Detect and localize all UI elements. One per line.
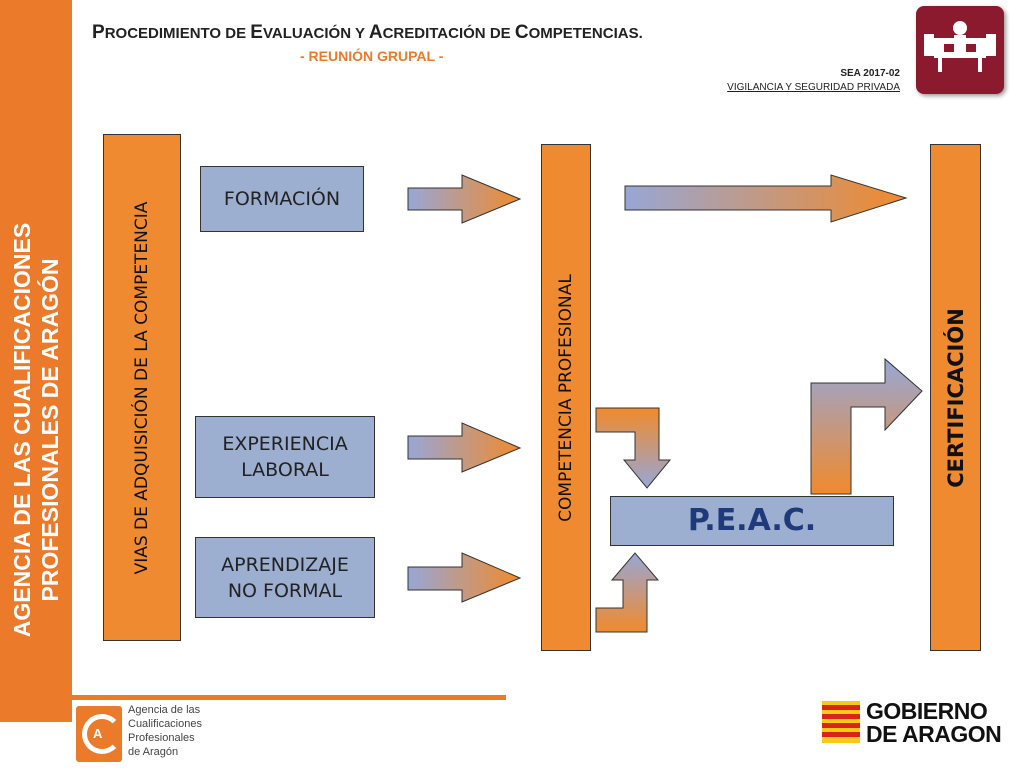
- aprendizaje-box: APRENDIZAJE NO FORMAL: [195, 537, 375, 618]
- arrow-competencia-to-peac: [595, 407, 672, 489]
- vias-bar: VIAS DE ADQUISICIÓN DE LA COMPETENCIA: [103, 134, 181, 641]
- experiencia-line-2: LABORAL: [241, 459, 329, 481]
- certificacion-bar: CERTIFICACIÓN: [930, 144, 981, 651]
- title-word: PROCEDIMIENTO: [92, 22, 222, 43]
- government-name-line-2: DE ARAGON: [866, 721, 1002, 747]
- agency-name-line-2: Cualificaciones: [128, 718, 202, 730]
- certificacion-label: CERTIFICACIÓN: [943, 307, 968, 488]
- arrow-competencia-to-certificacion: [624, 174, 908, 223]
- formacion-box: FORMACIÓN: [200, 166, 364, 232]
- sea-code: SEA 2017-02: [840, 68, 900, 79]
- title-word: EVALUACIÓN: [250, 22, 352, 43]
- experiencia-box: EXPERIENCIA LABORAL: [195, 416, 375, 498]
- peac-box: P.E.A.C.: [610, 496, 894, 546]
- title-word: DE: [225, 25, 247, 42]
- formacion-label: FORMACIÓN: [223, 188, 341, 210]
- arrow-aprendizaje-to-peac: [595, 552, 660, 633]
- title-word: Y: [354, 25, 365, 42]
- aragon-flag-icon: [822, 701, 860, 743]
- competencia-bar: COMPETENCIA PROFESIONAL: [541, 144, 591, 651]
- sidebar-band: AGENCIA DE LAS CUALIFICACIONES PROFESION…: [0, 0, 72, 722]
- agency-name-line-1: Agencia de las: [128, 704, 201, 716]
- agency-name-line-3: Profesionales: [128, 732, 195, 744]
- footer-divider: [72, 695, 506, 700]
- title-word: COMPETENCIAS.: [514, 22, 643, 43]
- title-word: DE: [489, 25, 511, 42]
- arrow-peac-to-certificacion-shape: [810, 357, 923, 495]
- agency-logo-icon: A: [76, 706, 122, 762]
- title-word: ACREDITACIÓN: [368, 22, 486, 43]
- arrow-experiencia: [407, 422, 522, 473]
- peac-label: P.E.A.C.: [687, 503, 817, 538]
- meeting-icon: [916, 6, 1004, 94]
- arrow-aprendizaje: [407, 552, 522, 603]
- vias-label: VIAS DE ADQUISICIÓN DE LA COMPETENCIA: [132, 201, 152, 574]
- aprendizaje-line-2: NO FORMAL: [227, 579, 343, 602]
- government-name-line-1: GOBIERNO: [866, 698, 988, 724]
- arrow-formacion: [407, 174, 522, 224]
- page-title: PROCEDIMIENTO DE EVALUACIÓN Y ACREDITACI…: [92, 22, 643, 44]
- page-subtitle: - REUNIÓN GRUPAL -: [300, 48, 444, 64]
- program-name: VIGILANCIA Y SEGURIDAD PRIVADA: [727, 82, 900, 93]
- sidebar-tick: [0, 690, 42, 700]
- agency-name-line-4: de Aragón: [128, 746, 179, 758]
- competencia-label: COMPETENCIA PROFESIONAL: [556, 273, 576, 522]
- aprendizaje-line-1: APRENDIZAJE: [221, 553, 349, 576]
- experiencia-line-1: EXPERIENCIA: [222, 433, 348, 455]
